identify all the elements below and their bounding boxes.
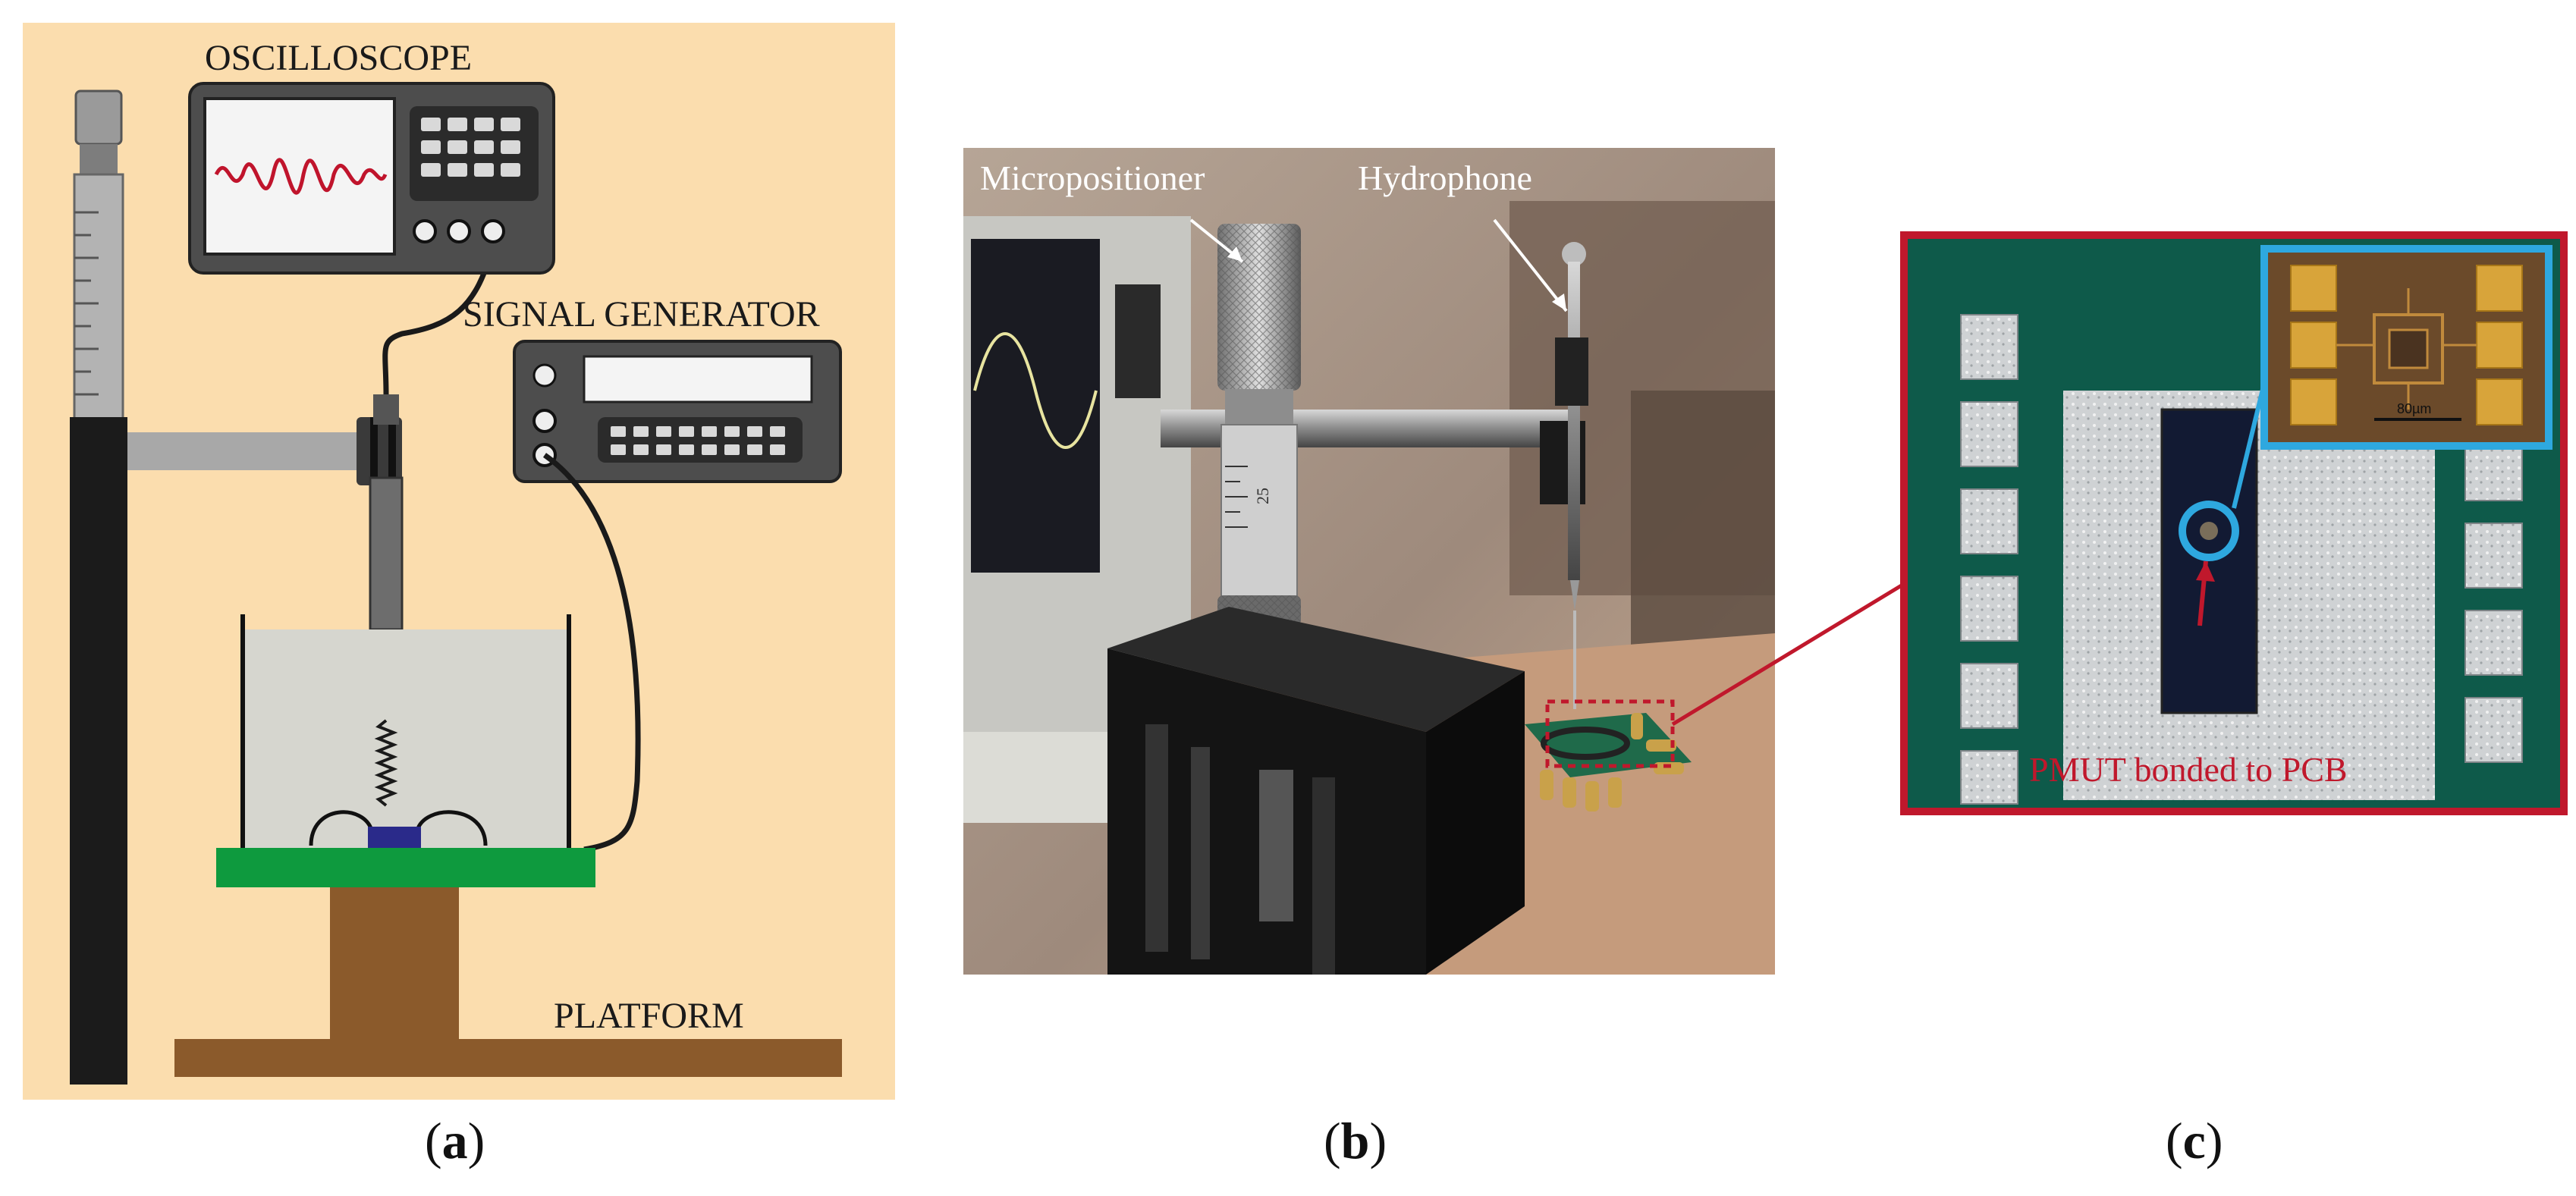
panel-b-svg: 25 [963,148,1775,975]
micrometer-digits: 25 [1253,488,1272,504]
acoustic-wave-spring [374,719,398,807]
pmut-chip [368,827,421,849]
micropositioner: 25 [1217,224,1301,626]
oscilloscope-label: OSCILLOSCOPE [205,38,472,78]
positioning-stage [1107,607,1525,975]
generator-cable [543,453,641,852]
platform-label: PLATFORM [554,996,744,1036]
signal-generator-display [583,355,813,403]
caption-b: (b) [1324,1112,1387,1169]
hydrophone-label: Hydrophone [1358,159,1532,197]
panel-a-schematic: OSCILLOSCOPE SIGNAL GENERATOR [23,23,895,1100]
horizontal-arm [127,432,370,470]
hydrophone-arrow [1493,218,1568,312]
caption-c-letter: c [2182,1112,2206,1169]
pmut-highlight-circle [2179,501,2239,561]
panel-b-photo: 25 [963,148,1775,975]
pmut-die [2160,408,2258,714]
caption-a-letter: a [441,1112,468,1169]
oscilloscope-device [188,82,555,275]
caption-b-letter: b [1340,1112,1370,1169]
micropositioner-label: Micropositioner [980,159,1205,197]
pmut-inset: 80µm [2260,245,2552,450]
oscilloscope-wave [214,158,388,195]
platform-base [174,1039,842,1077]
pcb-highlight-box [1545,699,1675,768]
micrometer-column [70,89,127,1085]
black-pillar [70,417,127,1085]
signal-generator-label: SIGNAL GENERATOR [463,294,820,334]
caption-a: (a) [425,1112,485,1169]
pcb-board [216,848,595,887]
pmut-label: PMUT bonded to PCB [2029,750,2348,789]
pcb-stand [330,887,459,1039]
signal-generator-device [513,340,842,483]
bg-oscilloscope-screen [971,239,1100,573]
hydrophone-cable [382,242,496,395]
panel-a-svg: OSCILLOSCOPE SIGNAL GENERATOR [23,23,895,1100]
caption-c: (c) [2166,1112,2223,1169]
hydrophone-assembly [1540,242,1588,709]
pcb-with-connectors [1525,713,1692,811]
panel-c-zoom: PMUT bonded to PCB 80µm [1900,231,2568,815]
scale-bar-label: 80µm [2397,401,2431,416]
panel-c-svg: PMUT bonded to PCB 80µm [1900,231,2568,815]
water-tank [240,614,571,849]
